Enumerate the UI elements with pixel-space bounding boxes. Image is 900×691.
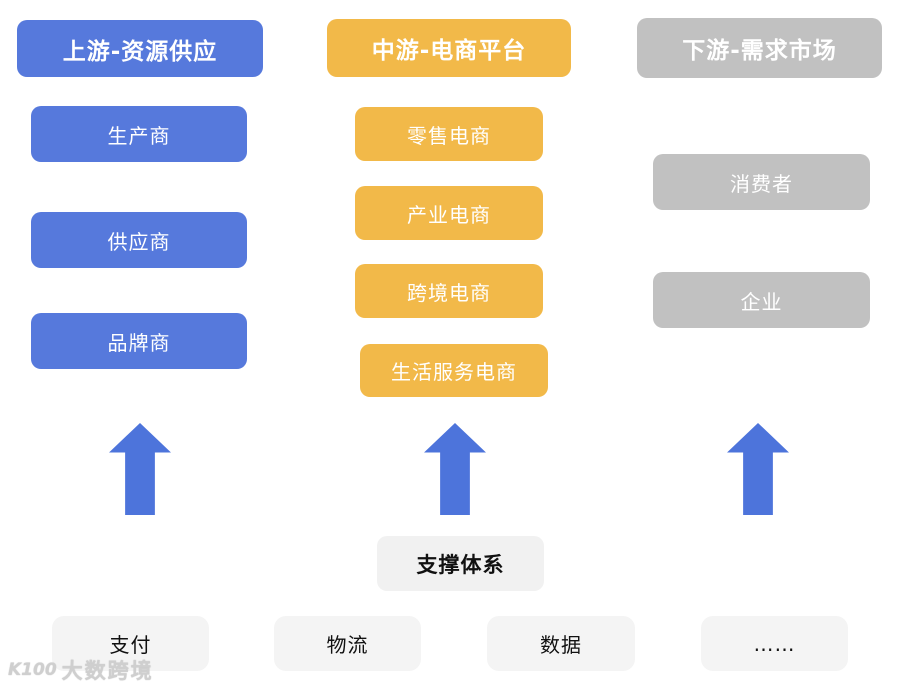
support-item-logistics: 物流 [274,616,421,671]
downstream-header: 下游-需求市场 [637,18,882,78]
k100-logo-icon: K100 [8,660,57,680]
midstream-header: 中游-电商平台 [327,19,571,77]
upstream-item-producer: 生产商 [31,106,247,162]
support-item-data: 数据 [487,616,635,671]
watermark-text: 大数跨境 [61,659,154,683]
upstream-item-supplier: 供应商 [31,212,247,268]
upstream-header: 上游-资源供应 [17,20,263,77]
downstream-item-enterprise: 企业 [653,272,870,328]
support-system-title: 支撑体系 [377,536,544,591]
support-item-payment: 支付 [52,616,209,671]
up-arrow-icon [727,423,789,515]
watermark: K100 大数跨境 [8,655,154,685]
upstream-item-brand: 品牌商 [31,313,247,369]
midstream-item-industrial: 产业电商 [355,186,543,240]
midstream-item-crossborder: 跨境电商 [355,264,543,318]
up-arrow-icon [109,423,171,515]
up-arrow-icon [424,423,486,515]
support-item-ellipsis: …… [701,616,848,671]
midstream-item-life-service: 生活服务电商 [360,344,548,397]
downstream-item-consumer: 消费者 [653,154,870,210]
midstream-item-retail: 零售电商 [355,107,543,161]
